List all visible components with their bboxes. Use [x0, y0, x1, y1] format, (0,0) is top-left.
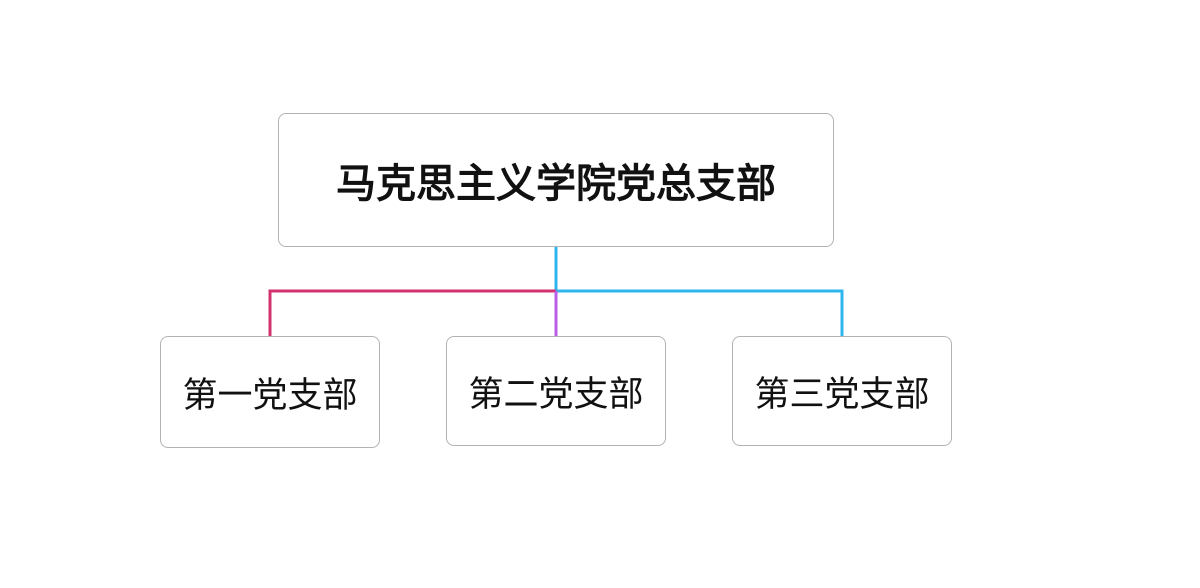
- root-node-label: 马克思主义学院党总支部: [336, 161, 776, 207]
- root-node-general-branch[interactable]: 马克思主义学院党总支部: [278, 113, 834, 247]
- child-node-label: 第一党支部: [182, 375, 358, 416]
- child-node-branch-3[interactable]: 第三党支部: [732, 336, 952, 446]
- child-node-branch-1[interactable]: 第一党支部: [160, 336, 380, 448]
- connector-child-3: [556, 289, 844, 336]
- child-node-branch-2[interactable]: 第二党支部: [446, 336, 666, 446]
- connector-child-1: [268, 289, 556, 336]
- child-node-label: 第三党支部: [754, 374, 930, 415]
- child-node-label: 第二党支部: [468, 374, 644, 415]
